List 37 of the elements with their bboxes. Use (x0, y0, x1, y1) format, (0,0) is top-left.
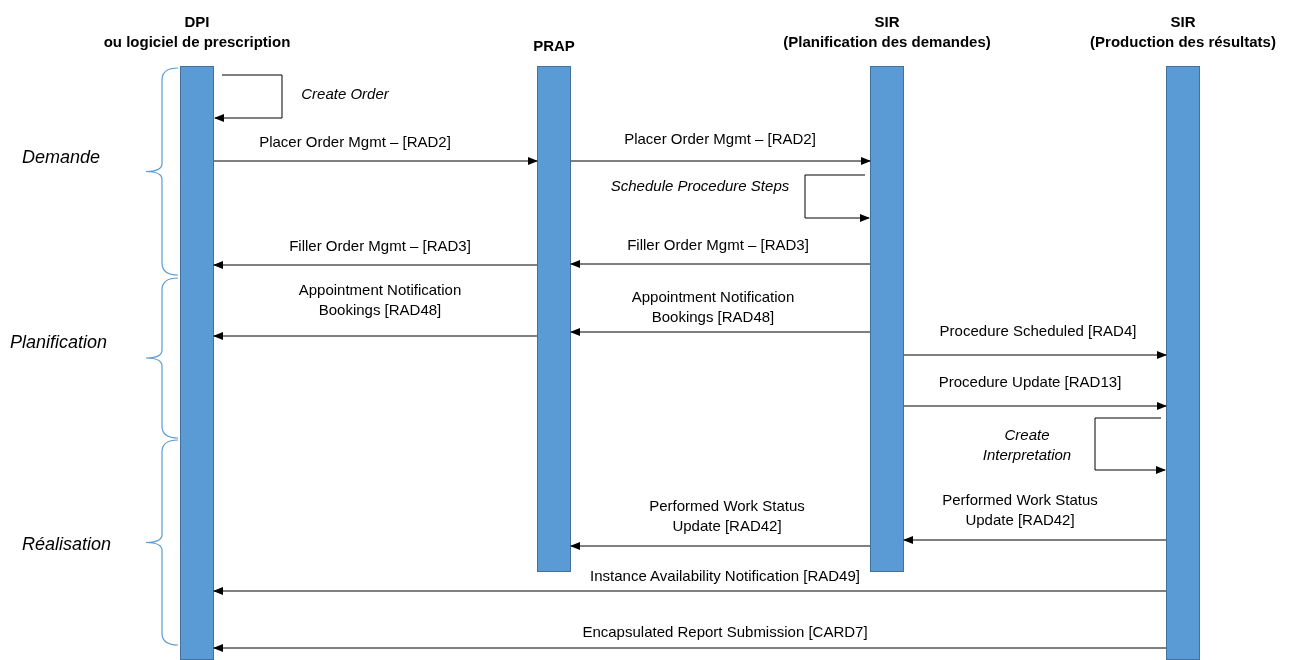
message-arrow (903, 351, 1167, 359)
phase-label: Planification (10, 332, 108, 353)
message-arrow (903, 402, 1167, 410)
message-label: Appointment Notification Bookings [RAD48] (630, 287, 796, 327)
message-label: Filler Order Mgmt – [RAD3] (289, 236, 471, 256)
message-label: Encapsulated Report Submission [CARD7] (582, 622, 868, 642)
message-label: Procedure Scheduled [RAD4] (939, 321, 1137, 341)
message-label: Create Order (301, 84, 389, 104)
message-label: Placer Order Mgmt – [RAD2] (259, 132, 451, 152)
message-arrow (213, 332, 538, 340)
self-message-arrow (1094, 417, 1166, 474)
message-arrow (213, 157, 538, 165)
message-arrow (570, 542, 871, 550)
message-arrow (570, 328, 871, 336)
lifeline-title: PRAP (532, 36, 576, 56)
message-arrow (213, 261, 538, 269)
message-arrow (903, 536, 1167, 544)
message-label: Procedure Update [RAD13] (938, 372, 1122, 392)
message-label: Placer Order Mgmt – [RAD2] (624, 129, 816, 149)
message-arrow (213, 587, 1167, 595)
message-label: Filler Order Mgmt – [RAD3] (627, 235, 809, 255)
lifeline-title: SIR (Planification des demandes) (782, 12, 992, 52)
self-message-arrow (214, 74, 283, 122)
phase-label: Réalisation (22, 534, 112, 555)
message-label: Create Interpretation (981, 425, 1073, 465)
lifeline-title: DPI ou logiciel de prescription (102, 12, 292, 52)
phase-label: Demande (22, 147, 101, 168)
self-message-arrow (804, 174, 870, 222)
message-arrow (213, 644, 1167, 652)
message-arrow (570, 157, 871, 165)
message-arrow (570, 260, 871, 268)
message-label: Schedule Procedure Steps (610, 176, 790, 196)
message-label: Performed Work Status Update [RAD42] (648, 496, 806, 536)
message-label: Appointment Notification Bookings [RAD48] (297, 280, 463, 320)
lifeline-title: SIR (Production des résultats) (1089, 12, 1277, 52)
message-label: Instance Availability Notification [RAD49] (590, 566, 860, 586)
message-label: Performed Work Status Update [RAD42] (941, 490, 1099, 530)
